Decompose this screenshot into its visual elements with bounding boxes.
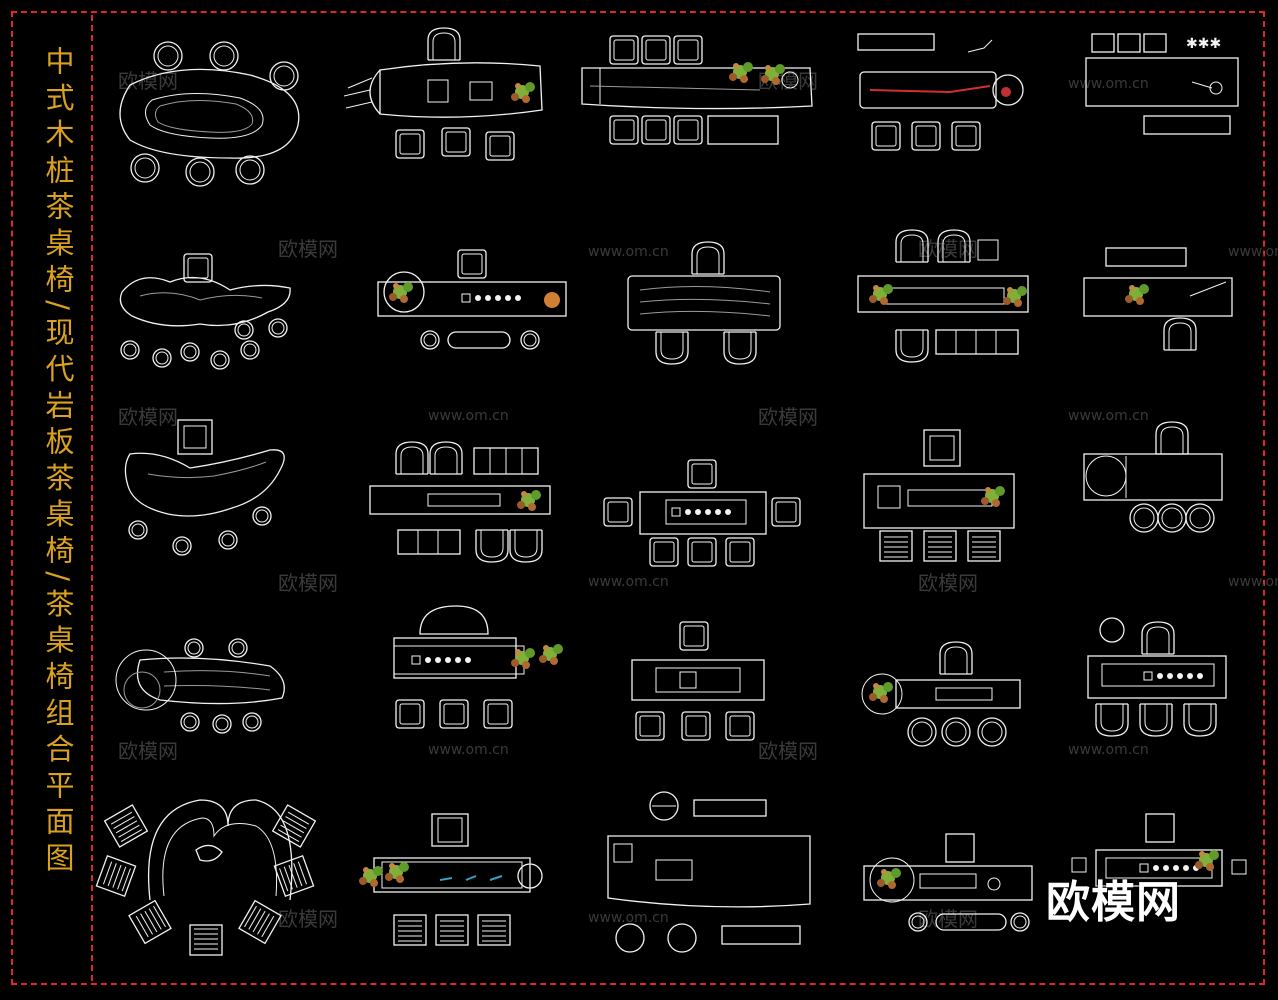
tea-set-r1c2	[343, 27, 543, 161]
svg-text:www.om.cn: www.om.cn	[1228, 574, 1278, 590]
tea-set-r4c3	[631, 621, 765, 741]
tea-set-r4c4	[861, 641, 1021, 747]
drawing-title: 中式木桩茶桌椅/现代岩板茶桌椅/茶桌椅组合平面图	[41, 46, 75, 879]
tea-set-r5c4	[863, 833, 1033, 932]
drawing-frame	[11, 11, 1265, 985]
svg-text:www.om.cn: www.om.cn	[1068, 408, 1149, 424]
tea-set-r2c3	[627, 241, 781, 365]
tea-set-r3c5	[1083, 421, 1223, 533]
svg-text:欧模网: 欧模网	[118, 739, 178, 763]
tea-set-r1c5: ✱✱✱	[1085, 33, 1239, 135]
tea-set-r2c1	[119, 253, 291, 370]
svg-text:www.om.cn: www.om.cn	[1068, 76, 1149, 92]
svg-text:欧模网: 欧模网	[918, 237, 978, 261]
tea-set-r5c3	[607, 791, 811, 953]
tea-set-r2c2	[377, 249, 567, 350]
svg-text:✱✱✱: ✱✱✱	[1186, 36, 1221, 52]
tea-set-r1c1	[119, 41, 300, 187]
svg-text:欧模网: 欧模网	[118, 405, 178, 429]
tea-set-r3c4	[863, 429, 1015, 562]
tea-set-r5c5	[1071, 813, 1247, 887]
svg-text:欧模网: 欧模网	[918, 571, 978, 595]
svg-text:www.om.cn: www.om.cn	[588, 574, 669, 590]
tea-set-r4c5	[1087, 617, 1227, 737]
svg-text:欧模网: 欧模网	[758, 739, 818, 763]
svg-text:www.om.cn: www.om.cn	[1228, 244, 1278, 260]
sidebar-divider	[91, 15, 93, 981]
tea-set-r1c4	[857, 33, 1024, 151]
svg-text:欧模网: 欧模网	[758, 405, 818, 429]
tea-set-r2c5	[1083, 247, 1233, 351]
svg-text:www.om.cn: www.om.cn	[428, 742, 509, 758]
tea-set-r3c1	[124, 419, 285, 556]
svg-text:欧模网: 欧模网	[918, 907, 978, 931]
svg-text:www.om.cn: www.om.cn	[588, 910, 669, 926]
svg-text:欧模网: 欧模网	[278, 571, 338, 595]
tea-set-r1c3	[581, 35, 813, 145]
tea-set-r2c4	[857, 229, 1029, 363]
svg-text:www.om.cn: www.om.cn	[428, 408, 509, 424]
tea-set-r3c3	[603, 459, 801, 567]
svg-text:欧模网: 欧模网	[278, 237, 338, 261]
svg-text:www.om.cn: www.om.cn	[588, 244, 669, 260]
tea-set-r4c2	[393, 605, 563, 729]
svg-text:欧模网: 欧模网	[278, 907, 338, 931]
watermark-layer: 欧模网 欧模网 www.om.cn 欧模网 www.om.cn 欧模网 www.…	[118, 69, 1278, 931]
tea-set-r3c2	[369, 441, 551, 563]
tea-set-r5c1	[95, 799, 317, 956]
tea-set-r4c1	[115, 638, 285, 734]
watermark-logo: 欧模网	[1046, 877, 1181, 928]
svg-text:www.om.cn: www.om.cn	[1068, 742, 1149, 758]
tea-set-r5c2	[359, 813, 543, 946]
